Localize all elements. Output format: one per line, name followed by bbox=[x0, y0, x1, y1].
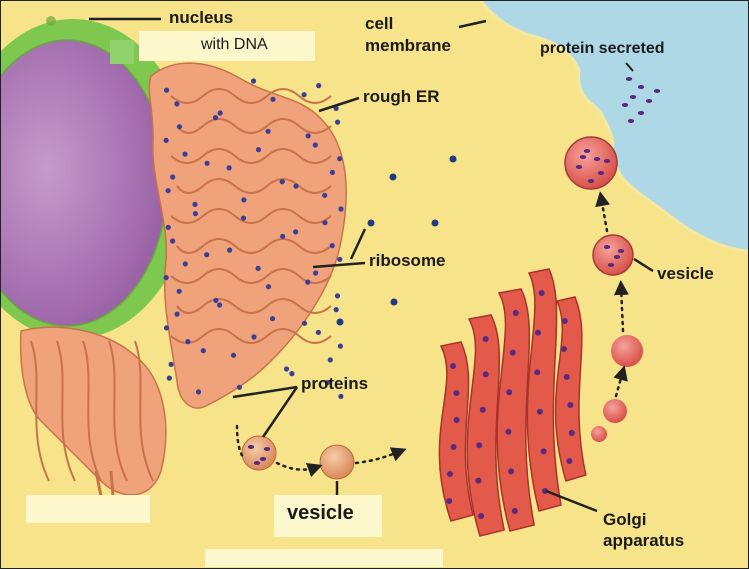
label-nucleus: nucleus bbox=[169, 9, 233, 27]
label-protein-secreted: protein secreted bbox=[540, 41, 664, 58]
label-with-dna: with DNA bbox=[201, 37, 268, 54]
transport-vesicle bbox=[320, 445, 354, 479]
label-vesicle-bottom: vesicle bbox=[287, 503, 354, 524]
label-rough-er: rough ER bbox=[363, 88, 440, 106]
label-box-blank-left bbox=[26, 495, 150, 523]
label-cell: cell bbox=[365, 15, 393, 33]
golgi-vesicle bbox=[611, 335, 643, 367]
transport-vesicle-er bbox=[242, 436, 276, 470]
label-golgi: Golgi bbox=[603, 511, 646, 529]
label-proteins: proteins bbox=[301, 375, 368, 393]
label-ribosome: ribosome bbox=[369, 252, 446, 270]
label-box-blank-bottom bbox=[205, 549, 443, 567]
label-vesicle-right: vesicle bbox=[657, 265, 714, 283]
label-membrane: membrane bbox=[365, 37, 451, 55]
label-apparatus: apparatus bbox=[603, 532, 684, 550]
golgi-vesicle-tiny bbox=[591, 426, 607, 442]
golgi-vesicle-small bbox=[603, 399, 627, 423]
marker-square bbox=[110, 40, 134, 64]
secretory-vesicle bbox=[593, 235, 633, 275]
